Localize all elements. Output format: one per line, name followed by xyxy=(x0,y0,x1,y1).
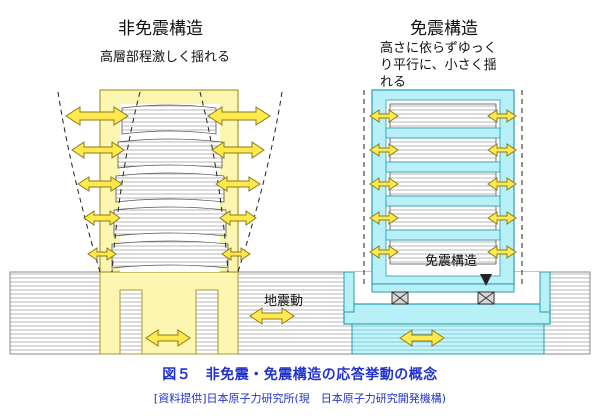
right-description: 高さに依らずゆっく り平行に、小さく揺 れる xyxy=(380,41,497,90)
arrow-right-l1 xyxy=(369,109,399,123)
arrow-right-r5 xyxy=(487,245,517,259)
isolator-pointer xyxy=(480,274,492,286)
source-credit: [資料提供]日本原子力研究所(現 日本原子力研究開発機構) xyxy=(153,392,447,405)
arrow-left-r2 xyxy=(211,141,265,159)
arrow-right-r4 xyxy=(487,211,517,225)
arrows xyxy=(65,106,517,347)
arrow-left-l2 xyxy=(71,141,125,159)
arrow-ground-right xyxy=(399,329,445,347)
isolator-label: 免震構造 xyxy=(425,254,478,269)
arrow-right-r2 xyxy=(487,143,517,157)
arrow-left-r5 xyxy=(221,247,251,261)
left-description: 高層部程激しく揺れる xyxy=(100,50,231,65)
arrow-right-l3 xyxy=(369,177,399,191)
arrow-right-r1 xyxy=(487,109,517,123)
left-title: 非免震構造 xyxy=(118,19,203,39)
arrow-left-l5 xyxy=(87,247,117,261)
arrow-right-r3 xyxy=(487,177,517,191)
arrow-right-l5 xyxy=(369,245,399,259)
arrow-ground-left xyxy=(145,329,191,347)
ground-motion-label: 地震動 xyxy=(264,294,304,309)
arrow-right-l4 xyxy=(369,211,399,225)
right-building xyxy=(343,89,551,355)
arrow-left-r1 xyxy=(207,106,271,126)
figure-caption: 図５ 非免震・免震構造の応答挙動の概念 xyxy=(162,367,438,383)
right-title: 免震構造 xyxy=(410,19,478,39)
arrow-left-l3 xyxy=(77,176,123,192)
isolator-cross-icon xyxy=(391,291,495,305)
arrow-right-l2 xyxy=(369,143,399,157)
arrow-left-r4 xyxy=(219,210,257,226)
arrow-left-l4 xyxy=(83,210,121,226)
left-building xyxy=(57,89,283,355)
arrow-left-l1 xyxy=(65,106,129,126)
arrow-left-r3 xyxy=(215,176,261,192)
arrow-ground-mid xyxy=(249,307,295,325)
